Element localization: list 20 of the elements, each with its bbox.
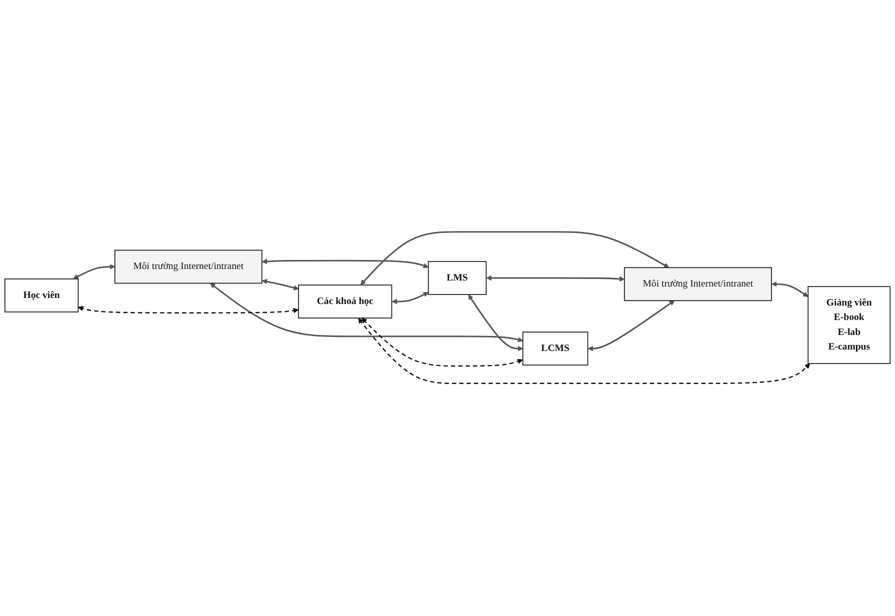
node-box: Môi trường Internet/intranet (114, 250, 262, 284)
arrow (771, 282, 808, 298)
node-box: Giảng viên E-book E-lab E-campus (808, 286, 891, 364)
arrow (210, 283, 524, 343)
arrow (262, 259, 429, 269)
arrow (361, 318, 523, 367)
arrow (262, 279, 299, 291)
arrow (358, 318, 810, 384)
arrow (468, 294, 524, 352)
node-box: Các khoá học (298, 284, 392, 319)
node-box: LMS (428, 261, 487, 296)
node-box: LCMS (522, 332, 588, 366)
node-box: Môi trường Internet/intranet (624, 268, 772, 302)
arrow (486, 276, 625, 282)
node-box: Học viên (4, 278, 79, 313)
arrow (73, 264, 116, 280)
arrow (78, 306, 299, 314)
arrow (392, 292, 429, 305)
arrow (588, 300, 675, 352)
arrow (360, 231, 670, 286)
